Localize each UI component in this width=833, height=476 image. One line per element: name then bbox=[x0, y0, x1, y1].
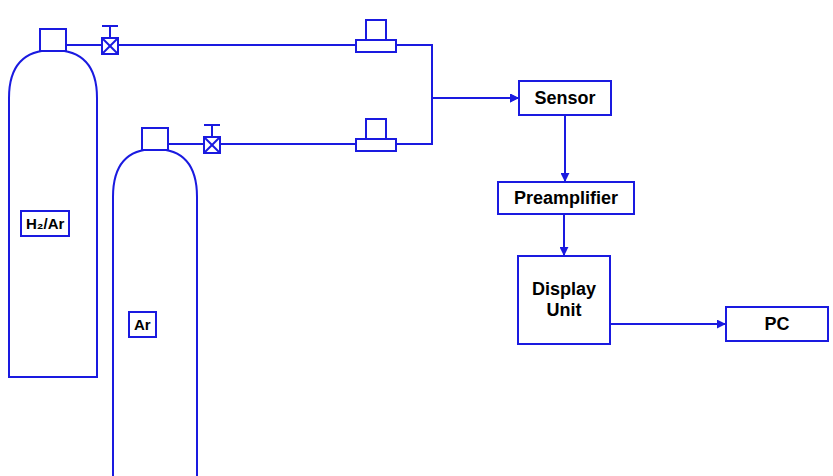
process-box: Sensor bbox=[518, 80, 612, 116]
box-label: Sensor bbox=[534, 88, 595, 109]
process-box: PC bbox=[725, 306, 829, 342]
box-label: Preamplifier bbox=[514, 188, 618, 209]
valve-symbol bbox=[204, 125, 220, 153]
process-box: Display Unit bbox=[517, 255, 611, 345]
cylinder-label: H₂/Ar bbox=[20, 210, 70, 237]
cylinder-outline bbox=[112, 127, 198, 476]
box-label: PC bbox=[764, 314, 789, 335]
flow-controller-symbol bbox=[356, 20, 396, 52]
valve-symbol bbox=[102, 26, 118, 54]
flow-connector bbox=[564, 116, 566, 181]
box-label: Display Unit bbox=[525, 279, 603, 320]
cylinder-outline bbox=[8, 28, 98, 378]
flow-controller-symbol bbox=[356, 119, 396, 151]
flow-connector bbox=[66, 45, 518, 98]
gas-cylinder: Ar bbox=[112, 127, 198, 476]
gas-cylinder: H₂/Ar bbox=[8, 28, 98, 378]
cylinder-label: Ar bbox=[128, 311, 157, 338]
flow-connector bbox=[611, 323, 725, 325]
process-box: Preamplifier bbox=[497, 181, 635, 215]
flow-connector bbox=[563, 215, 565, 255]
